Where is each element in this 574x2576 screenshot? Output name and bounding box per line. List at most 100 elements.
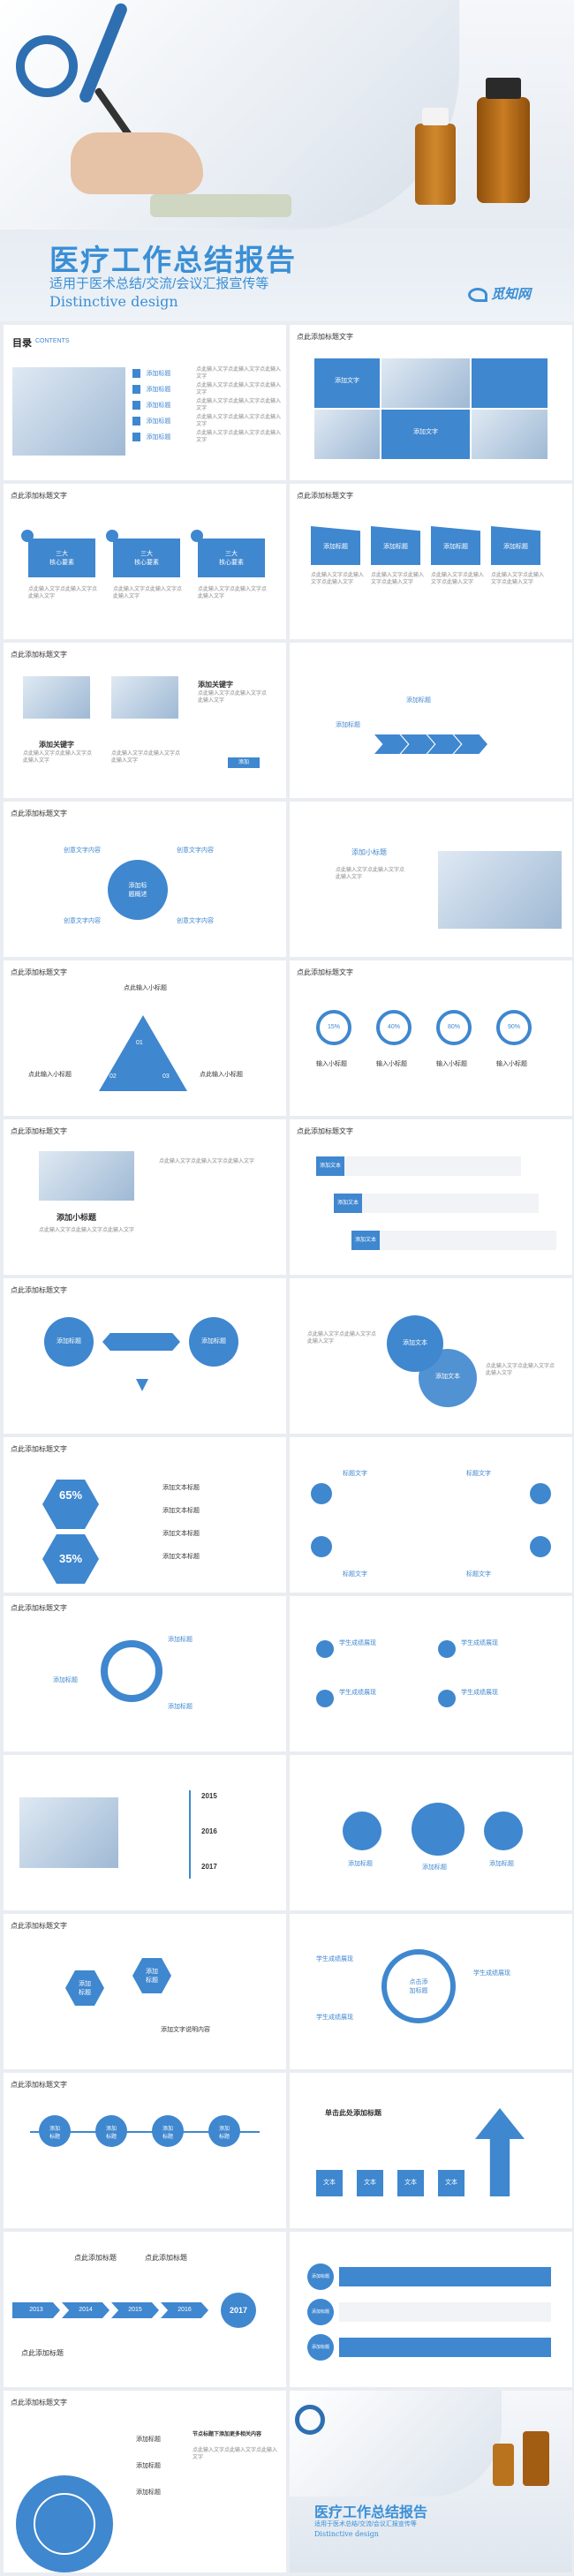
note-text: 添加文字说明内容 [161,2027,210,2033]
tag-box: 添加文本 [351,1231,380,1250]
lab-photo [438,851,562,929]
medicine-bottle-large [523,2431,549,2486]
microscope-photo [12,367,125,456]
inner-ring [34,2493,95,2555]
slide-19[interactable]: 学生成绩展现 学生成绩展现 学生成绩展现 学生成绩展现 [290,1596,572,1751]
slide-18[interactable]: 点此添加标题文字 添加标题 添加标题 添加标题 [4,1596,286,1751]
end-english: Distinctive design [314,2530,379,2538]
slide-26[interactable]: 点此添加标题 点此添加标题 点此添加标题 2013 2014 2015 2016… [4,2232,286,2387]
slide-4[interactable]: 点此添加标题文字 三大 核心要素 三大 核心要素 三大 核心要素 点此输入文字点… [4,484,286,639]
slide-5[interactable]: 点此添加标题文字 添加标题 添加标题 添加标题 添加标题 点此输入文字点此输入文… [290,484,572,639]
slide-25[interactable]: 单击此处添加标题 文本 文本 文本 文本 [290,2073,572,2228]
slide-header: 点此添加标题文字 [11,810,67,817]
folder-tag: 添加标题 [371,526,420,565]
chevron-arrow [401,734,434,754]
folder-tag: 添加标题 [311,526,360,565]
toc-title-en: CONTENTS [35,338,70,344]
medicine-bottle-small [415,108,456,205]
slide-27[interactable]: 添加标题 添加标题 添加标题 [290,2232,572,2387]
icon-circle [316,1640,334,1658]
step-circle: 添加 标题 [152,2115,184,2147]
number-badge [106,530,118,542]
slide-8[interactable]: 点此添加标题文字 添加标 题概述 创意文字内容 创意文字内容 创意文字内容 创意… [4,802,286,957]
slide-13[interactable]: 点此添加标题文字 添加文本 添加文本 添加文本 [290,1119,572,1275]
slide-11[interactable]: 点此添加标题文字 15% 40% 80% 90% 输入小标题 输入小标题 输入小… [290,960,572,1116]
text-bar [339,2338,551,2357]
slide-20[interactable]: 2015 2016 2017 [4,1755,286,1910]
icon-circle [438,1640,456,1658]
medicine-bottle-large [477,78,530,203]
step-block: 文本 [397,2170,424,2196]
circle-node: 添加标题 [44,1317,94,1367]
cover-subtitle: 适用于医术总结/交流/会议汇报宣传等 [49,276,269,291]
slide-header: 点此添加标题文字 [11,1127,67,1135]
hand-image [71,132,203,194]
slide-title: 单击此处添加标题 [325,2109,381,2117]
quad-label: 创意文字内容 [64,918,101,924]
slide-10[interactable]: 点此添加标题文字 点此输入小标题 01 02 03 点此输入小标题 点此输入小标… [4,960,286,1116]
cover-slide[interactable]: 医疗工作总结报告 适用于医术总结/交流/会议汇报宣传等 Distinctive … [0,0,574,321]
end-subtitle: 适用于医术总结/交流/会议汇报宣传等 [314,2521,417,2527]
slide-9[interactable]: 添加小标题 点此输入文字点此输入文字点此输入文字 [290,802,572,957]
slide-24[interactable]: 点此添加标题文字 添加 标题 添加 标题 添加 标题 添加 标题 [4,2073,286,2228]
progress-ring: 15% [316,1010,351,1045]
quad-label: 创意文字内容 [177,847,214,854]
icon-circle [311,1483,332,1504]
slide-header: 点此添加标题文字 [297,968,353,976]
slide-header: 点此添加标题文字 [11,968,67,976]
toc-item[interactable]: 添加标题点此输入文字点此输入文字点此输入文字 [132,397,286,413]
doctor-photo [39,1151,134,1201]
icon-circle [343,1811,381,1850]
double-arrow [102,1333,180,1351]
step-block: 文本 [438,2170,464,2196]
circle-node: 添加文本 [419,1349,477,1407]
slide-header: 点此添加标题文字 [11,1604,67,1612]
step-circle: 添加 标题 [39,2115,71,2147]
slide-toc[interactable]: 目录 CONTENTS 添加标题点此输入文字点此输入文字点此输入文字 添加标题点… [4,325,286,480]
core-box: 三大 核心要素 [198,539,265,577]
icon-circle [311,1536,332,1557]
slide-16[interactable]: 点此添加标题文字 65% 35% 添加文本标题 添加文本标题 添加文本标题 添加… [4,1437,286,1593]
quad-label: 创意文字内容 [177,918,214,924]
tag-circle: 添加标题 [307,2299,334,2325]
slide-7[interactable]: 添加标题 添加标题 [290,643,572,798]
timeline-line [30,2131,260,2133]
text-box [472,358,548,408]
slide-12[interactable]: 点此添加标题文字 点此输入文字点此输入文字点此输入文字 添加小标题 点此输入文字… [4,1119,286,1275]
icon-circle [438,1690,456,1707]
text-bar [380,1231,556,1250]
toc-item[interactable]: 添加标题点此输入文字点此输入文字点此输入文字 [132,413,286,429]
text-box: 添加文字 [381,410,470,459]
slide-15[interactable]: 添加文本 添加文本 点此输入文字点此输入文字点此输入文字 点此输入文字点此输入文… [290,1278,572,1434]
slide-22[interactable]: 点此添加标题文字 添加 标题 添加 标题 添加文字说明内容 [4,1914,286,2069]
triangle-diagram [99,1015,187,1091]
slide-header: 点此添加标题文字 [11,2081,67,2089]
step-circle: 添加 标题 [95,2115,127,2147]
keyword-heading: 添加关键字 [198,681,233,689]
slide-header: 点此添加标题文字 [11,651,67,659]
add-button[interactable]: 添加 [228,757,260,768]
text-box: 添加文字 [314,358,380,408]
step-block: 文本 [357,2170,383,2196]
circle-node: 添加标题 [189,1317,238,1367]
up-arrow [475,2108,525,2196]
slide-6[interactable]: 点此添加标题文字 添加关键字 点此输入文字点此输入文字点此输入文字 添加关键字 … [4,643,286,798]
slide-14[interactable]: 点此添加标题文字 添加标题 添加标题 [4,1278,286,1434]
slide-3[interactable]: 点此添加标题文字 添加文字 添加文字 [290,325,572,480]
slide-21[interactable]: 添加标题 添加标题 添加标题 [290,1755,572,1910]
toc-item[interactable]: 添加标题点此输入文字点此输入文字点此输入文字 [132,381,286,397]
slide-header: 点此添加标题文字 [297,333,353,341]
slide-header: 点此添加标题文字 [11,492,67,500]
slide-end[interactable]: 医疗工作总结报告 适用于医术总结/交流/会议汇报宣传等 Distinctive … [290,2391,572,2572]
slide-28[interactable]: 点此添加标题文字 添加标题 添加标题 添加标题 节点标题下添加更多相关内容 点此… [4,2391,286,2572]
year-ribbon: 2013 2014 2015 2016 2017 [12,2293,277,2328]
slide-23[interactable]: 点击添 加标题 学生成绩展现 学生成绩展现 学生成绩展现 [290,1914,572,2069]
left-subtitle: 点此输入小标题 [28,1072,72,1078]
toc-item[interactable]: 添加标题点此输入文字点此输入文字点此输入文字 [132,429,286,445]
slide-17[interactable]: 标题文字 标题文字 标题文字 标题文字 [290,1437,572,1593]
toc-item[interactable]: 添加标题点此输入文字点此输入文字点此输入文字 [132,365,286,381]
brand-logo: 觅知网 [468,284,548,311]
hexagon: 35% [42,1534,99,1584]
right-subtitle: 点此输入小标题 [200,1072,243,1078]
